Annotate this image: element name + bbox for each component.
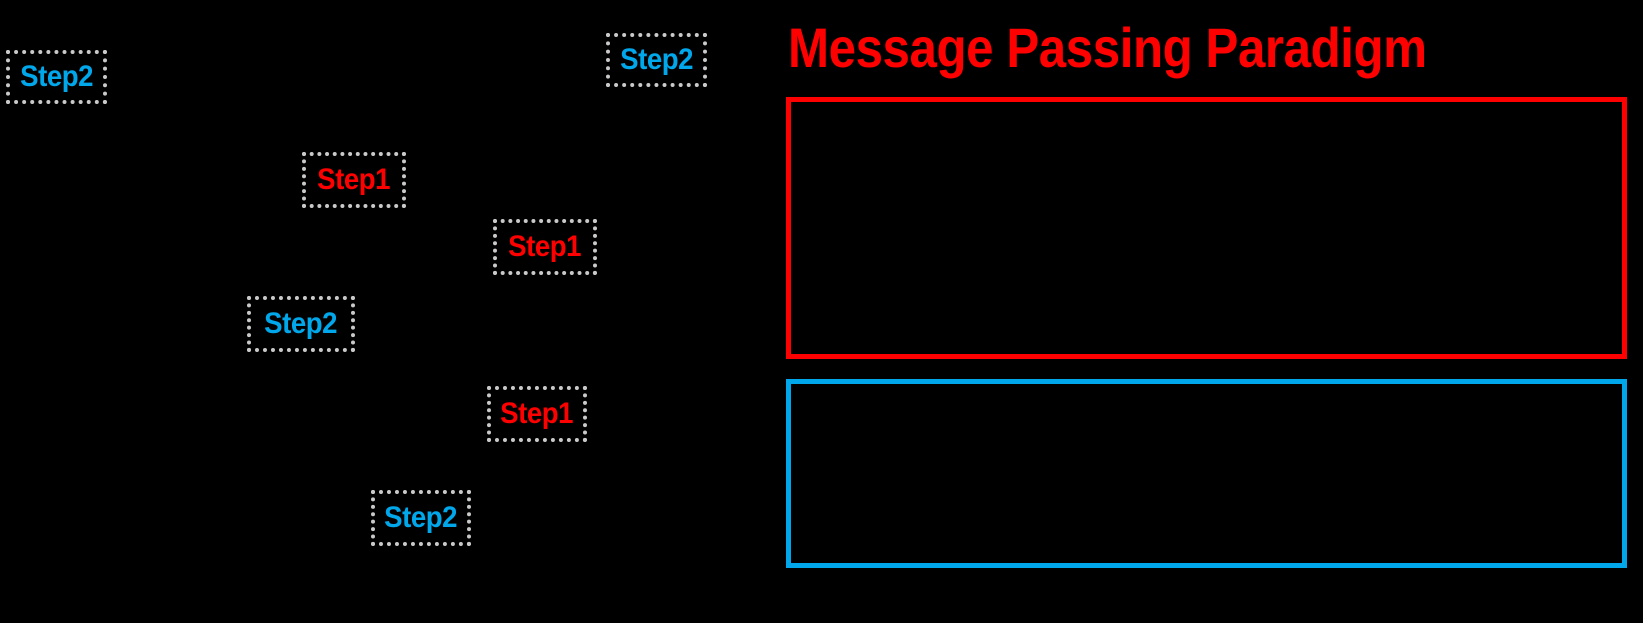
step-chip-step1-2[interactable]: Step1 xyxy=(493,219,597,275)
step-chip-label: Step1 xyxy=(508,230,582,263)
step-chip-step1-1[interactable]: Step1 xyxy=(302,152,406,208)
step-chip-step2-3[interactable]: Step2 xyxy=(247,296,355,352)
step-chip-label: Step1 xyxy=(500,397,574,430)
step-chip-step2-1[interactable]: Step2 xyxy=(6,50,107,104)
step-chip-label: Step2 xyxy=(264,307,338,340)
step-chip-step1-3[interactable]: Step1 xyxy=(487,386,587,442)
step-chip-step2-2[interactable]: Step2 xyxy=(606,33,707,87)
red-content-panel xyxy=(786,97,1627,359)
page-title: Message Passing Paradigm xyxy=(788,16,1427,79)
step-chip-label: Step2 xyxy=(384,501,458,534)
step-chip-label: Step2 xyxy=(20,60,93,93)
cyan-content-panel xyxy=(786,379,1627,568)
step-chip-label: Step2 xyxy=(620,43,693,76)
step-chip-label: Step1 xyxy=(317,163,391,196)
cyan-content-panel-body xyxy=(791,384,1622,563)
step-chip-step2-4[interactable]: Step2 xyxy=(371,490,471,546)
red-content-panel-body xyxy=(791,102,1622,354)
